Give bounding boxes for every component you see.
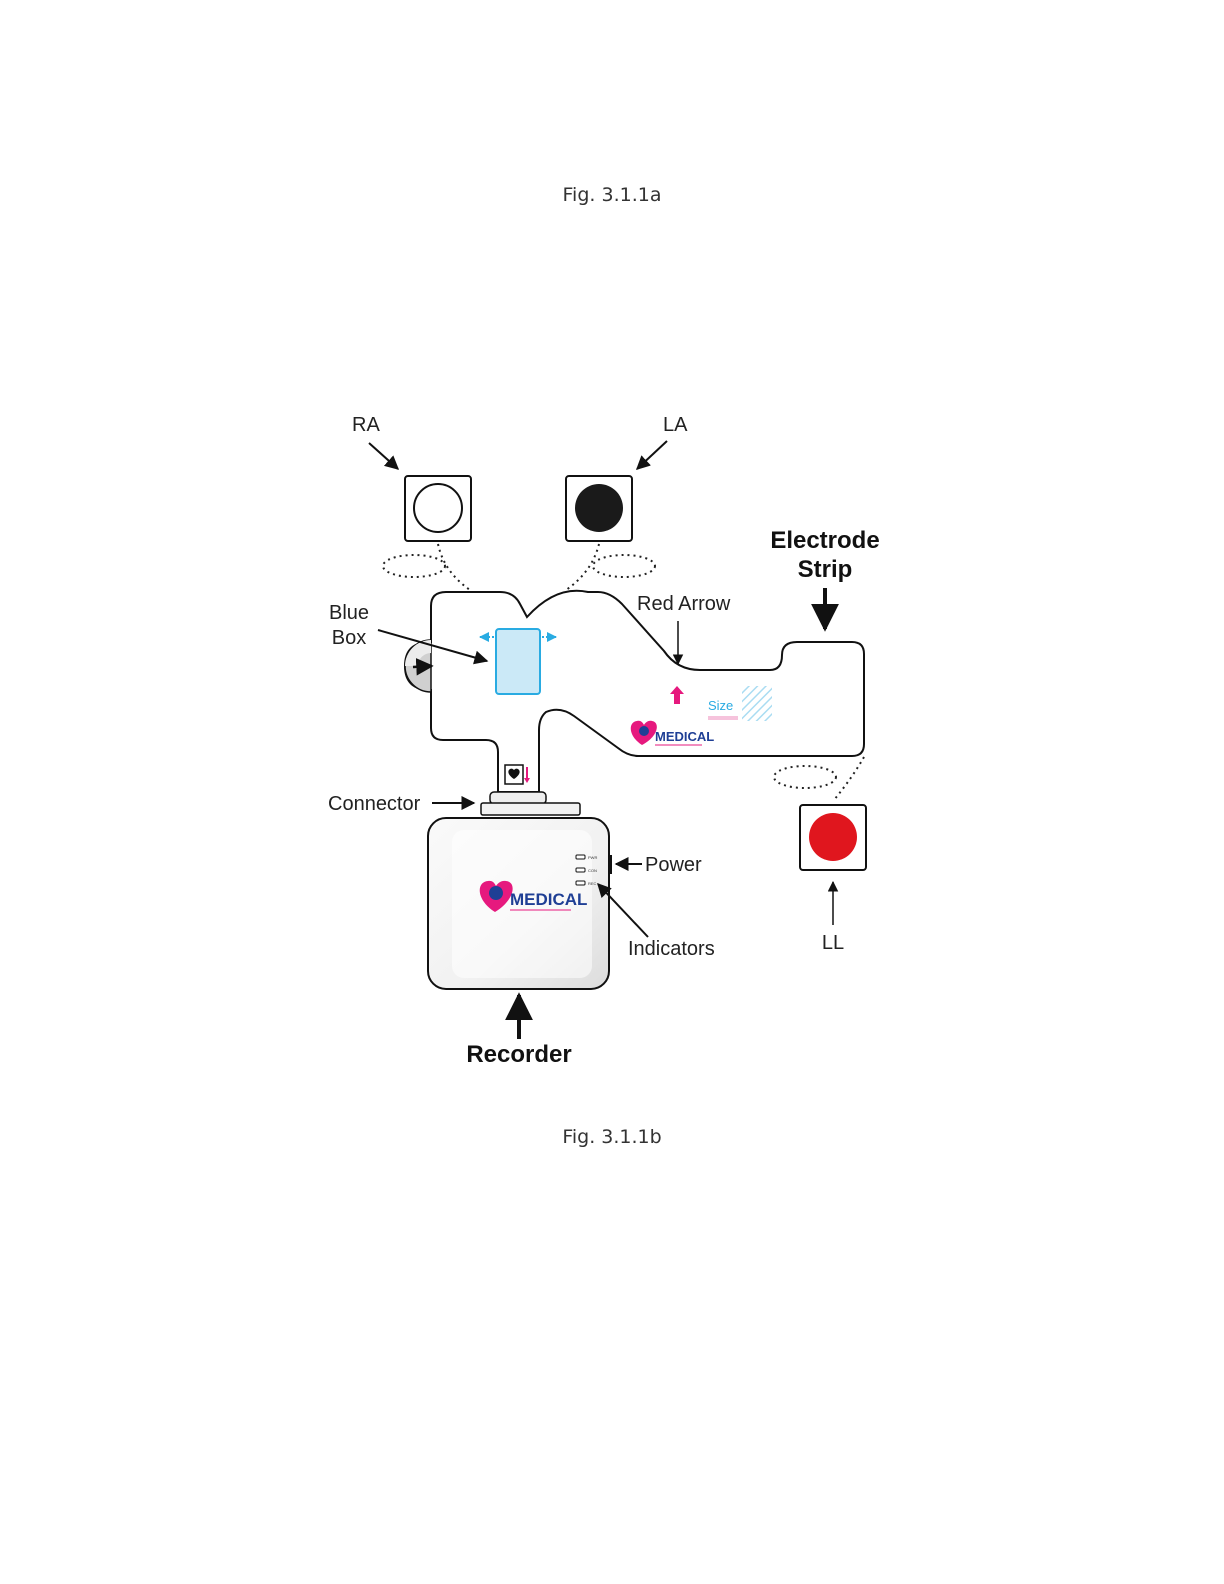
label-indicators: Indicators [628,938,715,960]
logo-recorder-text: MEDICAL [510,890,587,909]
label-recorder: Recorder [466,1041,571,1068]
size-hatch-swatch [742,686,772,721]
label-electrode-strip-2: Strip [798,556,853,583]
electrode-ll [800,805,866,870]
electrode-la [566,476,632,541]
electrode-ra [405,476,471,541]
lead-wire-ra [383,544,470,590]
connector [481,792,580,815]
led-label-pwr: PWR [588,855,597,860]
power-button [609,855,612,874]
led-label-con: CON [588,868,597,873]
label-electrode-strip-1: Electrode [770,527,879,554]
heart-icon-connector [505,765,530,784]
label-size: Size [708,698,733,713]
led-label-rec: REC [588,881,597,886]
snap-arrow-icon [413,666,432,667]
label-blue-box-2: Box [332,627,366,649]
label-connector: Connector [328,793,421,815]
arrow-ra [369,443,398,469]
label-ra: RA [352,414,380,436]
lead-wire-la [566,544,655,590]
lead-wire-ll [774,757,864,800]
arrow-la [637,441,667,469]
label-ll: LL [822,932,844,954]
label-power: Power [645,854,702,876]
logo-strip-text: MEDICAL [655,729,714,744]
blue-box [496,629,540,694]
label-red-arrow: Red Arrow [637,593,731,615]
size-pink-bar [708,716,738,720]
label-la: LA [663,414,688,436]
strip-snap-tab [405,640,432,692]
label-blue-box-1: Blue [329,602,369,624]
electrode-strip-outline [405,591,864,792]
